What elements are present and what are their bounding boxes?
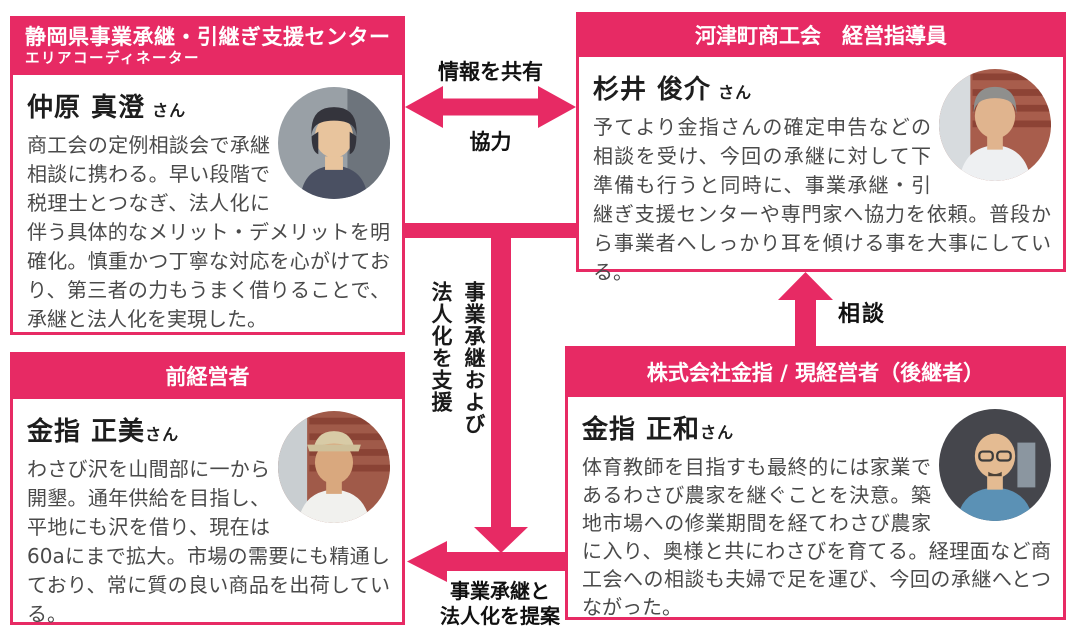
person-description: 商工会の定例相談会で承継相談に携わる。早い段階で税理士とつなぎ、法人化に伴う具体…: [27, 133, 390, 331]
card-support-center-body: 仲原 真澄さん 商工会の定例相談会で承継相談に携わる。早い段階で税理士とつなぎ、…: [13, 75, 402, 342]
person-name: 杉井 俊介さん: [593, 75, 753, 105]
card-chamber-header: 河津町商工会 経営指導員: [579, 15, 1063, 57]
honorific: さん: [145, 425, 180, 444]
propose-label: 事業承継と 法人化を提案: [415, 579, 585, 629]
support-arrow-shaft: [491, 223, 511, 528]
card-former-owner-header: 前経営者: [13, 355, 402, 399]
connector-bar: [405, 223, 576, 238]
honorific: さん: [718, 83, 753, 102]
honorific: さん: [700, 423, 735, 442]
person-name: 金指 正美さん: [27, 417, 180, 447]
photo-kanesashi-masami: [278, 411, 390, 523]
propose-label-line1: 事業承継と: [450, 579, 550, 603]
person-name: 仲原 真澄さん: [27, 93, 187, 123]
support-arrow-label: 事業承継および 法人化を支援: [424, 281, 490, 461]
card-support-center-header: 静岡県事業承継・引継ぎ支援センター エリアコーディネーター: [13, 19, 402, 75]
support-label-line1: 事業承継および: [462, 281, 486, 435]
card-chamber-body: 杉井 俊介さん 予てより金指さんの確定申告などの相談を受け、今回の承継に対して下…: [579, 57, 1063, 295]
photo-nakahara-masumi: [278, 87, 390, 199]
propose-label-line2: 法人化を提案: [440, 604, 560, 628]
person-description: 予てより金指さんの確定申告などの相談を受け、今回の承継に対して下準備も行うと同時…: [593, 115, 1051, 284]
card-current-owner: 株式会社金指 / 現経営者（後継者） 金指 正和さん 体育教師を目指すも最終的に…: [565, 346, 1066, 620]
support-center-subtitle: エリアコーディネーター: [25, 51, 200, 67]
card-current-owner-body: 金指 正和さん 体育教師を目指すも最終的には家業であるわさび農家を継ぐことを決意…: [568, 397, 1063, 629]
support-arrow-head-icon: [474, 527, 528, 553]
propose-left-arrow-icon: [407, 541, 565, 582]
person-description: わさび沢を山間部に一から開墾。通年供給を目指し、平地にも沢を借り、現在は60aに…: [27, 457, 390, 626]
support-center-title: 静岡県事業承継・引継ぎ支援センター: [25, 25, 391, 49]
card-former-owner-body: 金指 正美さん わさび沢を山間部に一から開墾。通年供給を目指し、平地にも沢を借り…: [13, 399, 402, 637]
photo-sugii-shunsuke: [939, 69, 1051, 181]
card-support-center: 静岡県事業承継・引継ぎ支援センター エリアコーディネーター 仲原 真澄さん 商工…: [10, 16, 405, 335]
share-info-label: 情報を共有: [438, 60, 543, 84]
card-former-owner: 前経営者 金指 正美さん わさび沢を山間部に一から開: [10, 352, 405, 626]
honorific: さん: [152, 101, 187, 120]
card-current-owner-header: 株式会社金指 / 現経営者（後継者）: [568, 349, 1063, 397]
person-name: 金指 正和さん: [582, 415, 735, 445]
cooperation-label: 協力: [469, 130, 512, 154]
support-label-line2: 法人化を支援: [429, 281, 453, 413]
photo-kanesashi-masakazu: [939, 409, 1051, 521]
share-cooperate-double-arrow-icon: [405, 86, 576, 128]
card-chamber-advisor: 河津町商工会 経営指導員 杉井 俊介さん 予てより金指さんの確定申告などの: [576, 12, 1066, 284]
person-description: 体育教師を目指すも最終的には家業であるわさび農家を継ぐことを決意。築地市場への修…: [582, 455, 1051, 619]
consult-label: 相談: [838, 302, 887, 327]
